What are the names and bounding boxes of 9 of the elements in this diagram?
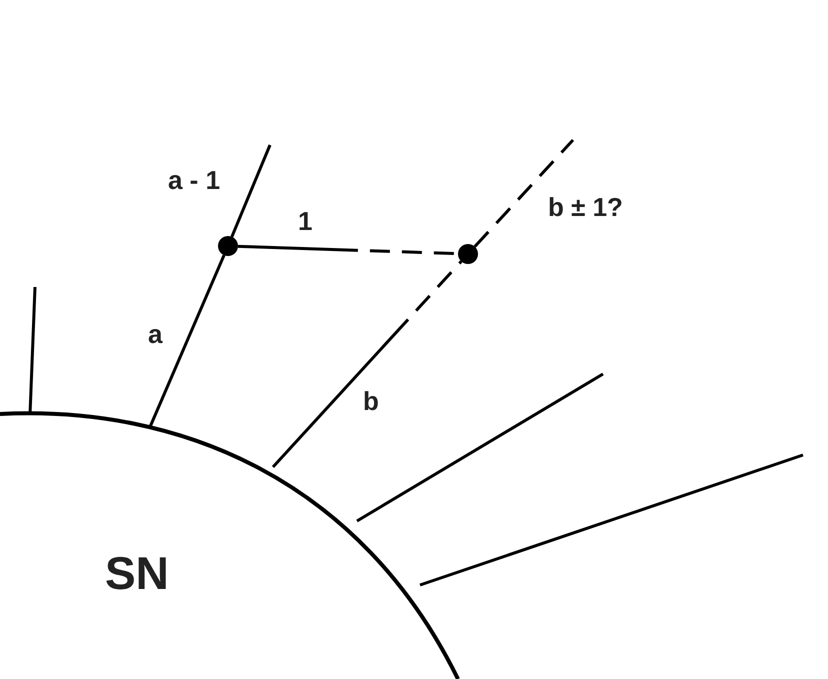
line	[230, 144, 272, 238]
dot	[458, 244, 478, 264]
region-label: SN	[105, 550, 169, 596]
line	[272, 260, 462, 468]
line	[148, 254, 226, 428]
line	[474, 138, 574, 248]
dot	[218, 236, 238, 256]
line	[420, 454, 804, 586]
line	[356, 372, 604, 522]
